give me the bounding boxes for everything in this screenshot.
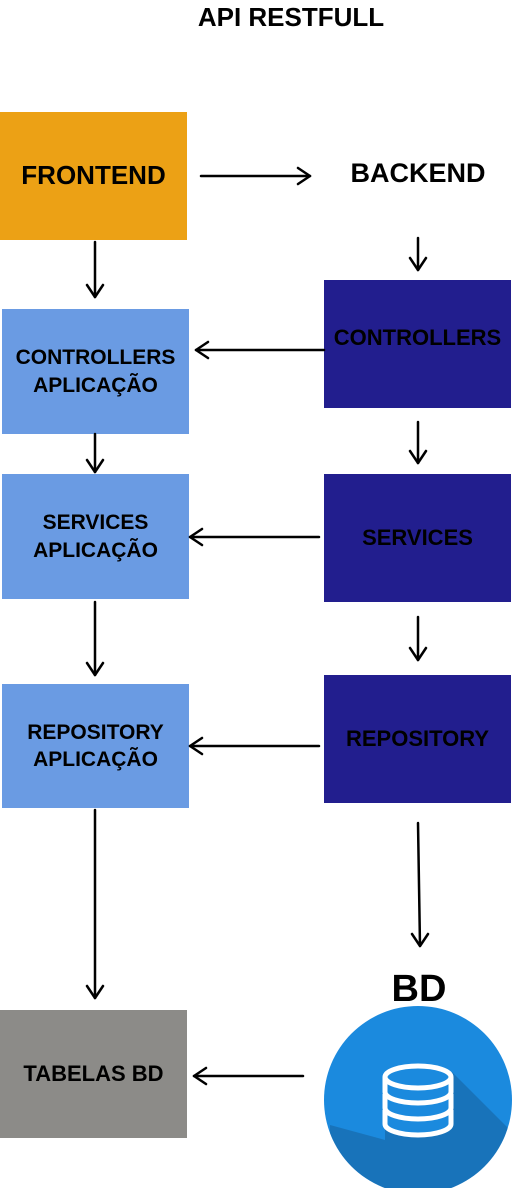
- arrow-services-to-app-services: [188, 527, 321, 547]
- backend-controllers-box: CONTROLLERS: [324, 280, 511, 408]
- database-icon: [324, 1006, 512, 1188]
- app-controllers-line2: APLICAÇÃO: [33, 373, 158, 397]
- arrow-services-to-repository: [408, 615, 428, 662]
- arrow-repository-to-database: [410, 821, 430, 948]
- backend-services-box: SERVICES: [324, 474, 511, 602]
- backend-repository-label: REPOSITORY: [345, 725, 490, 751]
- arrow-controllers-to-services: [408, 420, 428, 465]
- app-repository-line1: REPOSITORY: [27, 720, 164, 744]
- arrow-app-repository-to-tables: [85, 808, 105, 1000]
- app-services-box: SERVICES APLICAÇÃO: [2, 474, 189, 599]
- backend-label: BACKEND: [350, 158, 486, 188]
- arrow-frontend-to-app-controllers: [85, 240, 105, 299]
- app-controllers-line1: CONTROLLERS: [15, 346, 176, 370]
- backend-repository-box: REPOSITORY: [324, 675, 511, 803]
- arrow-controllers-to-app-controllers: [194, 340, 326, 360]
- arrow-app-controllers-to-app-services: [85, 432, 105, 474]
- arrow-repository-to-app-repository: [188, 736, 321, 756]
- arrow-backend-to-controllers: [408, 236, 428, 272]
- app-controllers-box: CONTROLLERS APLICAÇÃO: [2, 309, 189, 434]
- tables-label: TABELAS BD: [23, 1060, 164, 1086]
- diagram-title: API RESTFULL: [197, 2, 385, 32]
- arrow-database-to-tables: [192, 1066, 305, 1086]
- backend-controllers-label: CONTROLLERS: [333, 325, 502, 350]
- backend-services-label: SERVICES: [362, 524, 473, 550]
- app-repository-box: REPOSITORY APLICAÇÃO: [2, 684, 189, 808]
- arrow-frontend-to-backend: [199, 166, 312, 186]
- frontend-box: FRONTEND: [0, 112, 187, 240]
- database-label: BD: [391, 968, 447, 1010]
- frontend-label: FRONTEND: [21, 160, 166, 191]
- arrow-app-services-to-app-repository: [85, 600, 105, 677]
- app-services-line2: APLICAÇÃO: [33, 538, 158, 562]
- app-repository-line2: APLICAÇÃO: [33, 748, 158, 771]
- tables-box: TABELAS BD: [0, 1010, 187, 1138]
- app-services-line1: SERVICES: [42, 511, 149, 535]
